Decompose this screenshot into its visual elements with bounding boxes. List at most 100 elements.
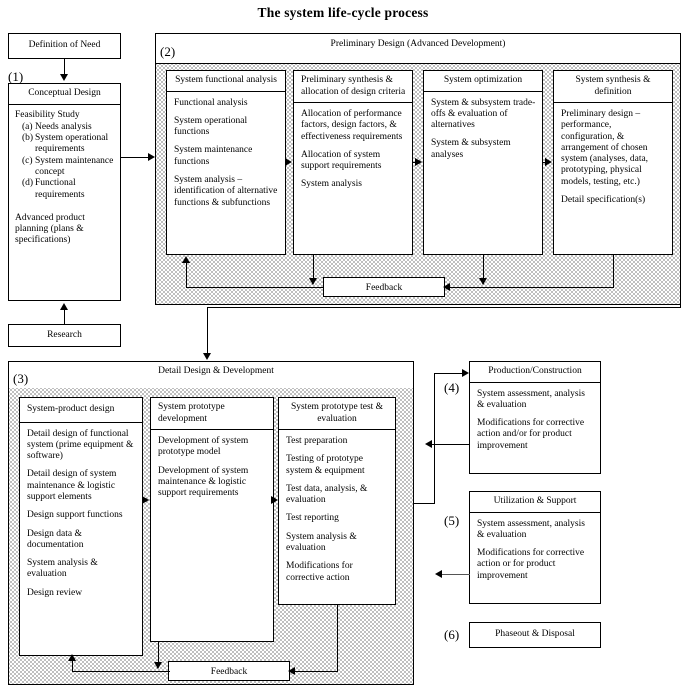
phase6-box: Phaseout & Disposal [469, 622, 601, 648]
phase3-col3-item: Test reporting [286, 513, 339, 524]
research-title: Research [9, 325, 120, 346]
phase3-col-system-product-design: System-product design Detail design of f… [19, 397, 143, 656]
list-item-text: Needs analysis [35, 121, 92, 132]
connector-p3-to-p4-h [434, 373, 466, 374]
phase2-feedback-bar: Feedback [323, 277, 445, 297]
arrowhead-conceptual-to-phase2 [148, 153, 155, 161]
phase3-frame-title: Detail Design & Development [158, 366, 274, 376]
arrowhead-p3-col3-left [288, 667, 295, 675]
phase4-item: System assessment, analysis & evaluation [477, 388, 585, 410]
phase2-col4-body: Preliminary design – performance, config… [554, 103, 672, 211]
arrowhead-p5-return [435, 570, 442, 578]
phase5-box: Utilization & Support System assessment,… [469, 491, 601, 604]
stage-number-1: (1) [8, 69, 24, 84]
connector-p2-return-h [186, 287, 324, 288]
conceptual-design-title: Conceptual Design [9, 84, 120, 105]
connector-research-to-conceptual [64, 308, 65, 325]
connector-p3-return-v [72, 660, 73, 672]
list-item: (d) Functional requirements [15, 178, 115, 201]
arrowhead-need-to-conceptual [60, 74, 68, 81]
connector-p2-return-v [186, 262, 187, 288]
connector-p2-c2-c3 [413, 162, 416, 163]
phase2-col-system-synthesis-definition: System synthesis & definition Preliminar… [553, 70, 673, 255]
list-item-text: System maintenance concept [35, 155, 114, 177]
arrowhead-p2-return-up [182, 256, 190, 263]
arrowhead-p3-c2-c3 [271, 496, 278, 504]
phase2-col-system-optimization: System optimization System & subsystem t… [423, 70, 543, 255]
connector-conceptual-to-phase2 [121, 157, 149, 158]
phase3-col2-body: Development of system prototype model De… [151, 430, 273, 504]
page-title: The system life-cycle process [257, 5, 429, 20]
arrowhead-p3-col2-down [154, 662, 162, 669]
list-item-label: (c) [22, 155, 33, 166]
phase2-col1-item: System maintenance functions [174, 145, 253, 167]
phase3-col1-item: Detail design of functional system (prim… [27, 428, 134, 462]
phase5-item: System assessment, analysis & evaluation [477, 518, 585, 540]
arrowhead-p2-col2-down [309, 278, 317, 285]
phase2-frame-title: Preliminary Design (Advanced Development… [330, 39, 506, 49]
stage-number-4: (4) [444, 380, 460, 395]
phase3-col-system-prototype-development: System prototype development Development… [150, 397, 274, 642]
phase2-col-preliminary-synthesis: Preliminary synthesis & allocation of de… [293, 70, 413, 255]
phase2-col1-item: Functional analysis [174, 97, 248, 108]
phase2-col4-item: Preliminary design – performance, config… [561, 109, 649, 187]
list-item: (c) System maintenance concept [15, 156, 115, 179]
phase3-col1-title: System-product design [20, 398, 142, 423]
phase2-col1-body: Functional analysis System operational f… [167, 91, 285, 213]
arrowhead-p2-col4-left [443, 283, 450, 291]
phase2-col1-item: System operational functions [174, 115, 248, 138]
connector-p3-col2-down [158, 642, 159, 666]
arrowhead-p2-c3-c4 [545, 158, 552, 166]
phase3-feedback-bar: Feedback [168, 661, 290, 681]
arrowhead-p2-col3-down [479, 278, 487, 285]
connector-p5-return-h [440, 574, 470, 575]
phase4-title: Production/Construction [470, 362, 600, 383]
list-item-text: System operational requirements [35, 133, 109, 155]
arrowhead-research-to-conceptual [60, 303, 68, 310]
connector-need-to-conceptual [64, 59, 65, 77]
phase2-col2-title: Preliminary synthesis & allocation of de… [294, 71, 412, 103]
connector-p2-to-p3-h [207, 307, 681, 308]
feasibility-study-list: (a) Needs analysis (b) System operationa… [15, 122, 115, 201]
arrowhead-p4-return [425, 440, 432, 448]
arrowhead-p3-return-up [68, 654, 76, 661]
phase3-col3-title: System prototype test & evaluation [279, 398, 395, 430]
phase3-col1-item: Detail design of system maintenance & lo… [27, 469, 117, 502]
stage-number-2: (2) [160, 44, 176, 59]
list-item: (b) System operational requirements [15, 133, 115, 156]
arrowhead-p3-c1-c2 [142, 496, 149, 504]
phase3-col3-item: Testing of prototype system & equipment [286, 454, 365, 476]
phase2-col1-title: System functional analysis [167, 71, 285, 92]
phase3-col1-body: Detail design of functional system (prim… [20, 422, 142, 604]
phase3-col3-item: Test preparation [286, 436, 348, 446]
phase2-col2-item: Allocation of system support requirement… [301, 149, 382, 172]
phase3-col-system-prototype-test-evaluation: System prototype test & evaluation Test … [278, 397, 396, 605]
phase3-col3-item: Modifications for corrective action [286, 561, 353, 583]
phase3-col1-item: Design support functions [27, 510, 123, 521]
phase2-col3-item: System & subsystem trade-offs & evaluati… [431, 97, 536, 131]
phase2-col1-item: System analysis – identification of alte… [174, 174, 278, 208]
phase3-col2-item: Development of system prototype model [158, 436, 249, 458]
list-item-label: (a) [22, 121, 33, 132]
connector-p2-col4-down [613, 255, 614, 287]
phase4-body: System assessment, analysis & evaluation… [470, 382, 600, 456]
connector-p2-c3-c4 [543, 162, 546, 163]
connector-p2-col3-down [483, 255, 484, 281]
phase5-body: System assessment, analysis & evaluation… [470, 512, 600, 586]
list-item: (a) Needs analysis [15, 122, 115, 133]
list-item-label: (d) [22, 178, 34, 189]
definition-of-need-box: Definition of Need [8, 33, 121, 59]
feasibility-study-heading: Feasibility Study [15, 109, 80, 120]
connector-p2-col4-left [447, 287, 614, 288]
conceptual-design-body: Feasibility Study (a) Needs analysis (b)… [9, 104, 120, 251]
phase2-col2-item: Allocation of performance factors, desig… [301, 109, 403, 142]
connector-p3-col3-left [292, 671, 338, 672]
phase2-col3-body: System & subsystem trade-offs & evaluati… [424, 91, 542, 165]
research-box: Research [8, 324, 121, 347]
stage-number-5: (5) [444, 513, 460, 528]
phase2-col2-item: System analysis [301, 179, 362, 190]
connector-p3-to-p4-base [414, 503, 435, 504]
phase5-title: Utilization & Support [470, 492, 600, 513]
phase2-col-system-functional-analysis: System functional analysis Functional an… [166, 70, 286, 255]
